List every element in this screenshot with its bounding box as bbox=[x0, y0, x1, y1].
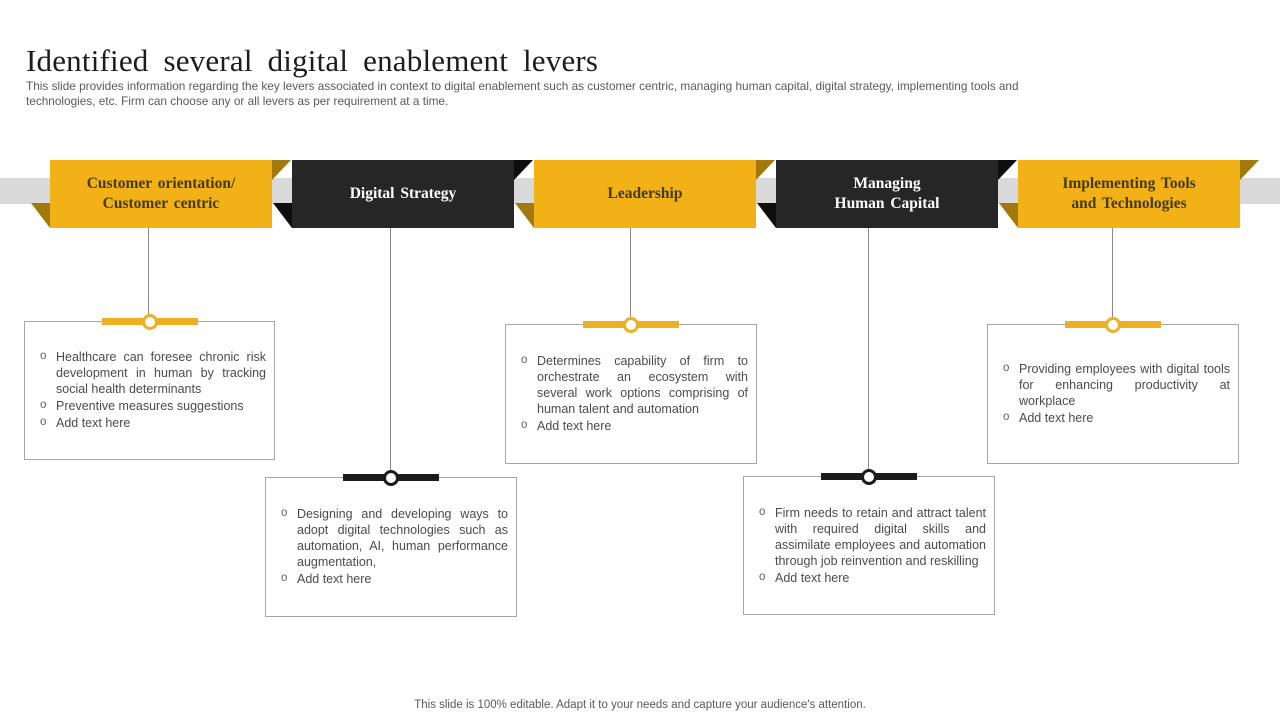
banner-label-line: Customer orientation/ bbox=[86, 174, 236, 192]
bullet-item: Add text here bbox=[759, 569, 986, 586]
slide-title: Identified several digital enablement le… bbox=[26, 42, 599, 78]
lever-banner-managing-human-capital: Managing Human Capital bbox=[776, 160, 998, 228]
banner-label-line: and Technologies bbox=[1071, 195, 1187, 212]
bullet-item: Add text here bbox=[40, 414, 266, 431]
callout-digital-strategy: Designing and developing ways to adopt d… bbox=[265, 470, 517, 617]
bullet-item: Designing and developing ways to adopt d… bbox=[281, 505, 508, 570]
bullet-item: Add text here bbox=[521, 417, 748, 434]
bullet-item: Determines capability of firm to orchest… bbox=[521, 352, 748, 417]
connector-line-implementing-tools bbox=[1112, 228, 1113, 324]
callout-implementing-tools: Providing employees with digital tools f… bbox=[987, 317, 1239, 464]
banner-label-line: Implementing Tools bbox=[1062, 174, 1196, 192]
bullet-item: Add text here bbox=[281, 570, 508, 587]
subtitle-line-2: technologies, etc. Firm can choose any o… bbox=[26, 94, 449, 108]
bullet-list: Determines capability of firm to orchest… bbox=[506, 352, 756, 435]
connector-line-digital-strategy bbox=[390, 228, 391, 477]
banner-label-line: Digital Strategy bbox=[349, 184, 457, 202]
connector-line-leadership bbox=[630, 228, 631, 324]
lever-banner-implementing-tools: Implementing Tools and Technologies bbox=[1018, 160, 1240, 228]
lever-banner-leadership: Leadership bbox=[534, 160, 756, 228]
callout-node-icon bbox=[623, 317, 639, 333]
banner-label-line: Managing bbox=[853, 174, 921, 192]
bullet-item: Healthcare can foresee chronic risk deve… bbox=[40, 348, 266, 397]
connector-line-customer-orientation bbox=[148, 228, 149, 321]
callout-node-icon bbox=[141, 314, 158, 330]
slide-footer: This slide is 100% editable. Adapt it to… bbox=[414, 699, 866, 711]
callout-node-icon bbox=[383, 470, 399, 486]
bullet-list: Designing and developing ways to adopt d… bbox=[266, 505, 516, 588]
banner-label-line: Human Capital bbox=[834, 195, 940, 212]
callout-node-icon bbox=[861, 469, 877, 485]
subtitle-line-1: This slide provides information regardin… bbox=[26, 79, 1019, 93]
connector-line-managing-human-capital bbox=[868, 228, 869, 476]
bullet-item: Add text here bbox=[1003, 409, 1230, 426]
lever-banner-digital-strategy: Digital Strategy bbox=[292, 160, 514, 228]
bullet-item: Firm needs to retain and attract talent … bbox=[759, 504, 986, 569]
lever-banner-customer-orientation: Customer orientation/ Customer centric bbox=[50, 160, 272, 228]
banner-label-line: Customer centric bbox=[102, 195, 220, 212]
slide-subtitle: This slide provides information regardin… bbox=[26, 79, 1126, 109]
callout-managing-human-capital: Firm needs to retain and attract talent … bbox=[743, 469, 995, 615]
bullet-list: Providing employees with digital tools f… bbox=[988, 360, 1238, 427]
callout-node-icon bbox=[1105, 317, 1121, 333]
banner-label-line: Leadership bbox=[607, 184, 683, 202]
bullet-list: Firm needs to retain and attract talent … bbox=[744, 504, 994, 587]
callout-leadership: Determines capability of firm to orchest… bbox=[505, 317, 757, 464]
callout-customer-orientation: Healthcare can foresee chronic risk deve… bbox=[24, 314, 275, 460]
bullet-list: Healthcare can foresee chronic risk deve… bbox=[25, 348, 274, 432]
bullet-item: Providing employees with digital tools f… bbox=[1003, 360, 1230, 409]
bullet-item: Preventive measures suggestions bbox=[40, 397, 266, 414]
